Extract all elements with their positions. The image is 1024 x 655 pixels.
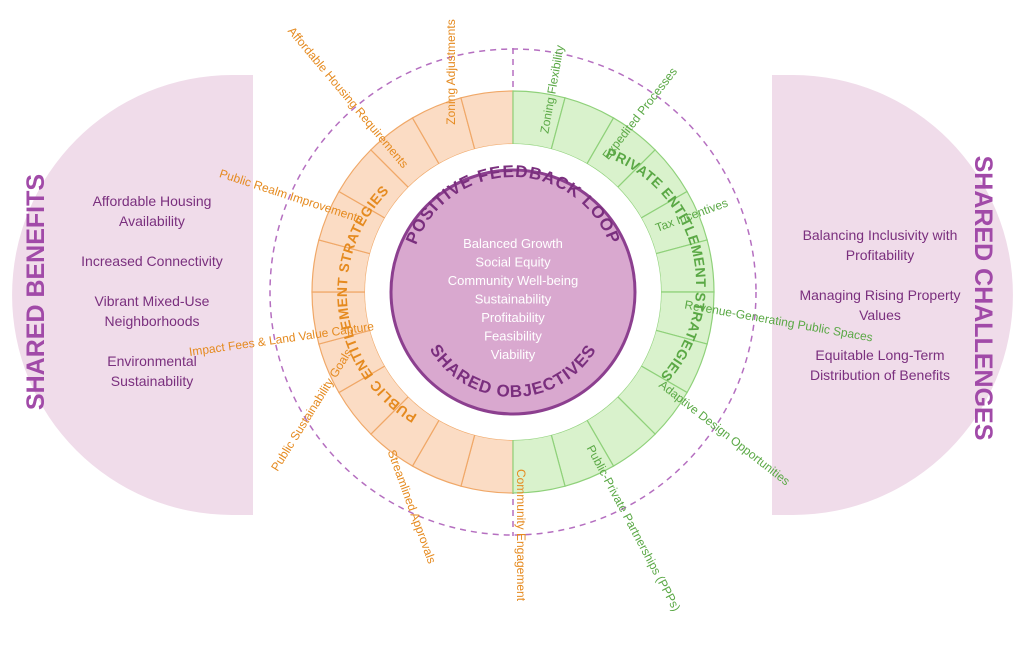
- panel-list-item: Increased Connectivity: [81, 253, 223, 269]
- core-objective-item: Profitability: [481, 310, 545, 325]
- right-panel-title: SHARED CHALLENGES: [969, 156, 997, 441]
- right-challenges-panel: [772, 75, 1013, 515]
- strategy-ring-segments: [311, 90, 715, 494]
- core-objective-item: Social Equity: [475, 255, 551, 270]
- core-circle: [389, 168, 637, 416]
- private-strategy-label: Public-Private Partnerships (PPPs): [584, 443, 684, 614]
- public-strategy-label: Zoning Adjustments: [444, 19, 458, 124]
- left-panel-title: SHARED BENEFITS: [22, 174, 50, 410]
- core-objective-item: Sustainability: [475, 292, 552, 307]
- core-objective-item: Viability: [491, 347, 536, 362]
- public-strategy-label: Affordable Housing Requirements: [285, 24, 411, 171]
- core-objective-item: Community Well-being: [448, 273, 579, 288]
- core-objective-item: Feasibility: [484, 329, 542, 344]
- core-objective-item: Balanced Growth: [463, 236, 563, 251]
- left-benefits-panel: [12, 75, 253, 515]
- public-strategy-label: Public Sustainability Goals: [268, 346, 355, 473]
- public-strategy-label: Community Engagement: [514, 469, 528, 602]
